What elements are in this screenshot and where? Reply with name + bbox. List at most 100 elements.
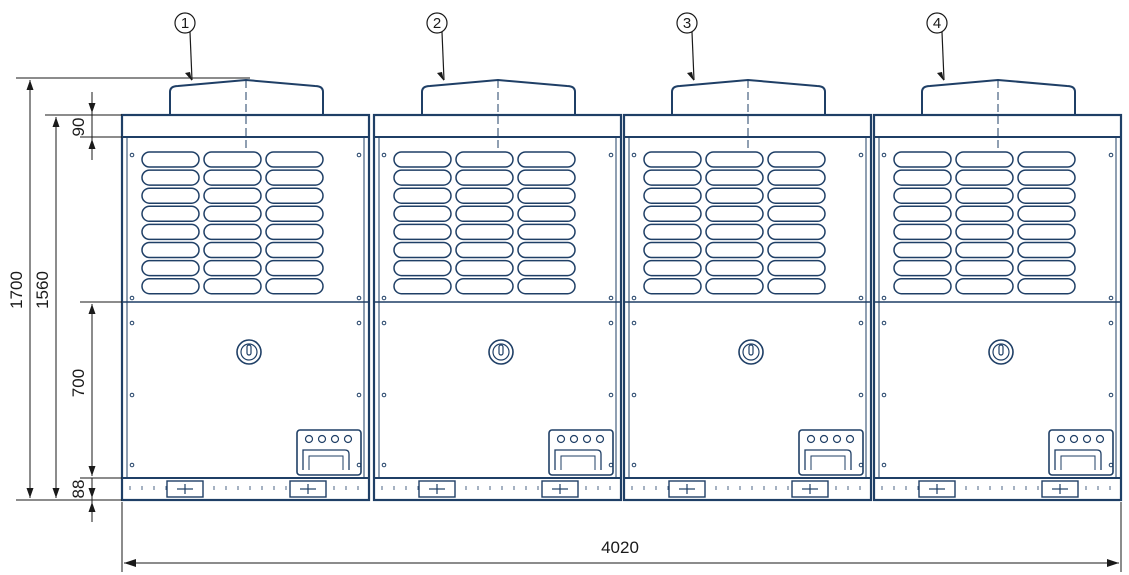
callout-leader [441,31,445,81]
grille-slot [141,223,200,241]
grille-slot [1017,187,1076,204]
unit-number-label: 4 [933,15,941,32]
grille-slot [643,205,702,223]
grille-slot [1017,259,1076,277]
screw [1108,392,1114,398]
screw [881,152,887,158]
screw [1108,320,1114,326]
pipe-port [1056,434,1066,444]
grille-slot [265,277,324,295]
pipe-cover-inner [1060,455,1096,470]
grille-slot [517,277,576,295]
screw [858,152,864,158]
dim-arrow [1107,559,1119,567]
access-knob-inner [492,343,510,361]
screw [356,295,362,301]
screw [356,152,362,158]
grille-slot [955,187,1014,204]
pipe-port [819,434,829,444]
pipe-connection-box [296,429,362,476]
grille-slot [955,205,1014,223]
grille-slot [955,169,1014,186]
pipe-port [1095,434,1105,444]
grille-slot [393,223,452,241]
screw [881,392,887,398]
dim-arrow [88,502,96,512]
grille-slot [893,223,952,241]
outdoor-unit-2: 2 [372,12,623,502]
grille-slot [767,151,826,168]
pipe-cover-inner [308,455,344,470]
dim-base: 88 [69,480,88,499]
pipe-port [317,434,327,444]
dim-body-height: 1560 [33,271,52,309]
grille-slot [393,187,452,204]
grille-slot [203,241,262,259]
grille-slot [955,277,1014,295]
screw [881,462,887,468]
access-knob-handle [748,344,754,356]
screw [381,152,387,158]
grille-slot [705,241,764,259]
grille-slot [393,259,452,277]
grille-slot [955,223,1014,241]
pipe-connection-box [1048,429,1114,476]
grille-slot [265,205,324,223]
grille-slot [517,187,576,204]
screw [631,392,637,398]
screw [381,462,387,468]
grille-slot [955,151,1014,168]
grille-slot [705,187,764,204]
unit-number-label: 3 [683,15,691,32]
grille-slot [393,241,452,259]
screw [631,462,637,468]
grille-slot [393,169,452,186]
grille-slot [517,223,576,241]
grille-slot [767,169,826,186]
grille-slot [517,151,576,168]
grille-slot [767,223,826,241]
pipe-port [832,434,842,444]
grille-slot [203,169,262,186]
grille-slot [1017,205,1076,223]
callout-arrowhead [185,72,192,81]
grille-slot [643,151,702,168]
grille-slot [643,169,702,186]
screw [631,152,637,158]
pipe-port [569,434,579,444]
grille-slot [643,259,702,277]
dim-arrow [52,117,60,127]
callout-leader [941,31,945,81]
screw [356,320,362,326]
dim-lower-panel: 700 [69,369,88,397]
screw [129,295,135,301]
grille-slot [455,277,514,295]
pipe-cover [302,449,350,470]
grille-slot [893,205,952,223]
grille-slot [517,205,576,223]
grille-slot [455,151,514,168]
access-knob [738,339,764,365]
dim-arrow [88,139,96,149]
pipe-port [806,434,816,444]
dim-arrow [88,488,96,498]
grille-slot [643,241,702,259]
grille-slot [705,277,764,295]
grille-slot [393,277,452,295]
grille-slot [767,241,826,259]
grille-slot [705,223,764,241]
screw [608,320,614,326]
grille-slot [265,151,324,168]
pipe-cover [554,449,602,470]
dim-arrow [88,466,96,476]
grille-slot [203,205,262,223]
screw [1108,295,1114,301]
access-knob [488,339,514,365]
pipe-connection-box [548,429,614,476]
grille-slot [141,169,200,186]
grille-slot [265,259,324,277]
grille-slot [141,241,200,259]
pipe-cover [1054,449,1102,470]
